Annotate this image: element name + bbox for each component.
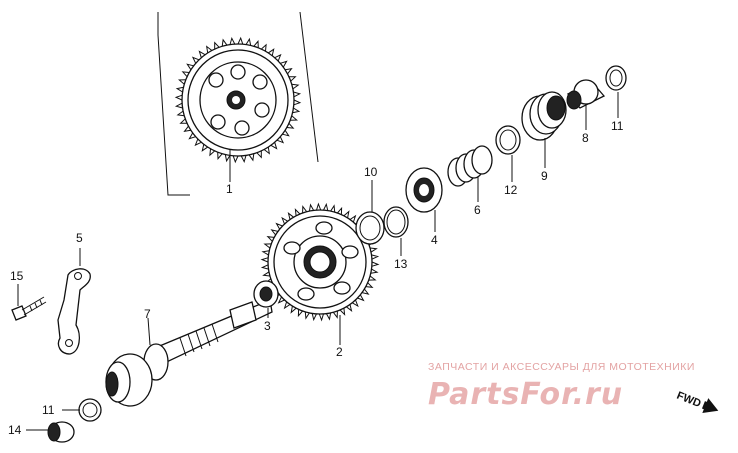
label-11-top: 11 xyxy=(611,119,624,133)
needle-bearing-14 xyxy=(47,421,75,443)
label-5: 5 xyxy=(76,231,83,245)
label-9: 9 xyxy=(541,169,548,183)
leader-lines xyxy=(17,92,619,431)
spring-6 xyxy=(447,145,493,187)
label-12: 12 xyxy=(504,183,518,197)
gear-2 xyxy=(260,202,380,322)
circlip-10 xyxy=(355,211,385,245)
reference-frame xyxy=(157,11,319,196)
label-13: 13 xyxy=(394,257,408,271)
gear-1 xyxy=(174,36,302,164)
fwd-arrow: FWD xyxy=(675,390,719,413)
collar-8 xyxy=(566,79,606,110)
bolt-15 xyxy=(11,296,47,321)
fwd-label: FWD xyxy=(675,390,703,411)
bracket-5 xyxy=(57,268,91,355)
washer-11-bottom xyxy=(78,398,102,422)
label-7: 7 xyxy=(144,307,151,321)
label-15: 15 xyxy=(10,269,24,283)
gear-4 xyxy=(405,167,443,213)
watermark: ЗАПЧАСТИ И АКСЕССУАРЫ ДЛЯ МОТОТЕХНИКИ Pa… xyxy=(428,361,695,412)
spring-9 xyxy=(521,91,567,141)
washer-11-top xyxy=(605,65,627,91)
circlip-13 xyxy=(383,206,409,238)
shaft-7 xyxy=(105,299,273,407)
label-1: 1 xyxy=(226,182,233,196)
washer-12 xyxy=(495,125,521,155)
label-10: 10 xyxy=(364,165,378,179)
label-2: 2 xyxy=(336,345,343,359)
gear-teeth xyxy=(174,36,302,164)
watermark-brand: PartsFor.ru xyxy=(428,377,623,412)
arrow-icon xyxy=(701,398,719,413)
label-11-bottom: 11 xyxy=(42,403,55,417)
label-6: 6 xyxy=(474,203,481,217)
label-14: 14 xyxy=(8,423,22,437)
label-4: 4 xyxy=(431,233,438,247)
watermark-caption: ЗАПЧАСТИ И АКСЕССУАРЫ ДЛЯ МОТОТЕХНИКИ xyxy=(428,361,695,373)
label-8: 8 xyxy=(582,131,589,145)
callout-labels: 1 2 3 4 5 6 7 8 9 10 11 12 13 14 15 11 xyxy=(8,119,624,437)
label-3: 3 xyxy=(264,319,271,333)
bearing-3 xyxy=(253,280,279,308)
